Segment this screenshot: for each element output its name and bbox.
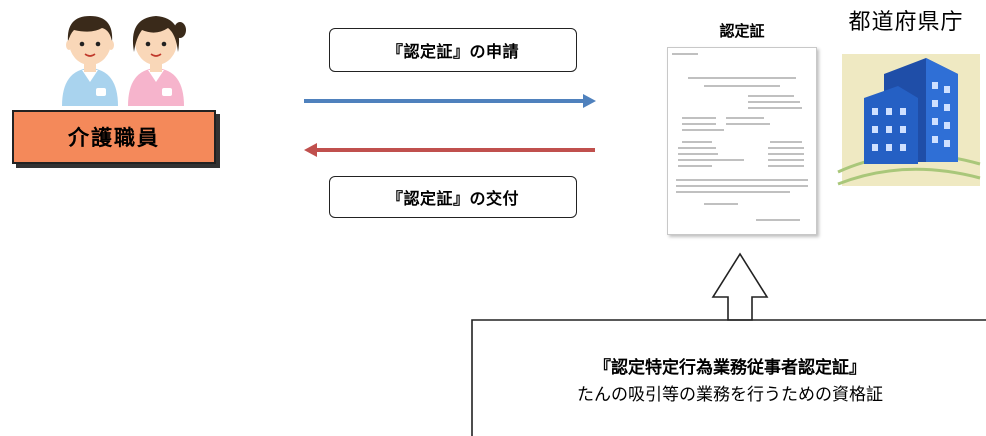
- certificate-title: 認定証: [719, 22, 765, 40]
- certificate-purpose: たんの吸引等の業務を行うための資格証: [577, 385, 883, 405]
- upward-arrow: [711, 252, 769, 321]
- certificate-text-lines-icon: [672, 53, 808, 221]
- care-worker-label: 介護職員: [68, 126, 160, 150]
- apply-arrow: [304, 94, 596, 108]
- female-caregiver-icon: [128, 16, 186, 106]
- callout-frame: [471, 319, 986, 436]
- care-worker-box: 介護職員: [12, 110, 216, 164]
- apply-label-box: 『認定証』の申請: [329, 28, 577, 72]
- issue-label-text: 『認定証』の交付: [386, 189, 519, 208]
- certificate-description: 『認定特定行為業務従事者認定証』 たんの吸引等の業務を行うための資格証: [480, 355, 980, 409]
- prefectural-office-label: 都道府県庁: [848, 10, 964, 35]
- certificate-document: [667, 47, 817, 235]
- office-building-icon: [837, 54, 981, 186]
- male-caregiver-icon: [62, 16, 118, 106]
- issue-label-box: 『認定証』の交付: [329, 176, 577, 218]
- certificate-full-name: 『認定特定行為業務従事者認定証』: [594, 358, 866, 378]
- caregivers-illustration: [62, 16, 186, 106]
- issue-arrow: [304, 143, 595, 157]
- apply-label-text: 『認定証』の申請: [386, 42, 519, 61]
